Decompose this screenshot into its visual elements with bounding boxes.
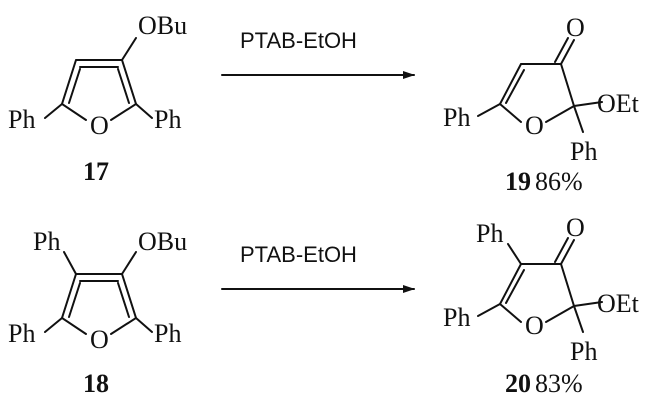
ring-oxygen-label: O xyxy=(525,311,544,340)
oalkyl-label: OBu xyxy=(138,11,187,40)
phenyl-right-label: Ph xyxy=(154,105,181,134)
substituent-bonds xyxy=(477,37,603,133)
compound-label-17: 17 xyxy=(83,157,109,186)
double-bonds xyxy=(505,269,525,304)
furanone-19-structure: O OEt Ph Ph O xyxy=(443,13,640,166)
ring-oxygen-label: O xyxy=(90,111,109,140)
substituent-bonds xyxy=(44,37,153,119)
double-bonds xyxy=(68,280,130,318)
carbonyl-oxygen-label: O xyxy=(566,13,585,42)
yield-19: 86% xyxy=(535,167,583,196)
reagent-label: PTAB-EtOH xyxy=(240,28,357,53)
reagent-label: PTAB-EtOH xyxy=(240,242,357,267)
yield-20: 83% xyxy=(535,369,583,398)
phenyl-top-label: Ph xyxy=(33,227,60,256)
phenyl-right-label: Ph xyxy=(570,137,597,166)
ethoxy-label: OEt xyxy=(597,289,640,318)
phenyl-left-label: Ph xyxy=(8,105,35,134)
substituent-bonds xyxy=(44,251,153,333)
compound-label-20: 20 xyxy=(505,369,531,398)
phenyl-left-label: Ph xyxy=(443,303,470,332)
phenyl-right-label: Ph xyxy=(154,319,181,348)
furan-18-structure: Ph OBu Ph Ph O xyxy=(8,227,187,354)
reaction-2: Ph OBu Ph Ph O 18 PTAB-EtOH Ph O OEt Ph … xyxy=(8,213,640,398)
ring-oxygen-label: O xyxy=(90,325,109,354)
oalkyl-label: OBu xyxy=(138,227,187,256)
phenyl-top-label: Ph xyxy=(476,219,503,248)
phenyl-right-label: Ph xyxy=(570,337,597,366)
carbonyl-oxygen-label: O xyxy=(566,213,585,242)
compound-label-19: 19 xyxy=(505,167,531,196)
phenyl-left-label: Ph xyxy=(8,319,35,348)
ethoxy-label: OEt xyxy=(597,89,640,118)
furan-17-structure: OBu Ph Ph O xyxy=(8,11,187,140)
phenyl-left-label: Ph xyxy=(443,103,470,132)
reaction-1: OBu Ph Ph O 17 PTAB-EtOH O OEt Ph Ph O 1… xyxy=(8,11,640,196)
substituent-bonds xyxy=(477,237,603,333)
ring-oxygen-label: O xyxy=(525,111,544,140)
compound-label-18: 18 xyxy=(83,369,109,398)
furanone-20-structure: Ph O OEt Ph Ph O xyxy=(443,213,640,366)
double-bonds xyxy=(68,66,130,104)
double-bonds xyxy=(505,69,525,104)
